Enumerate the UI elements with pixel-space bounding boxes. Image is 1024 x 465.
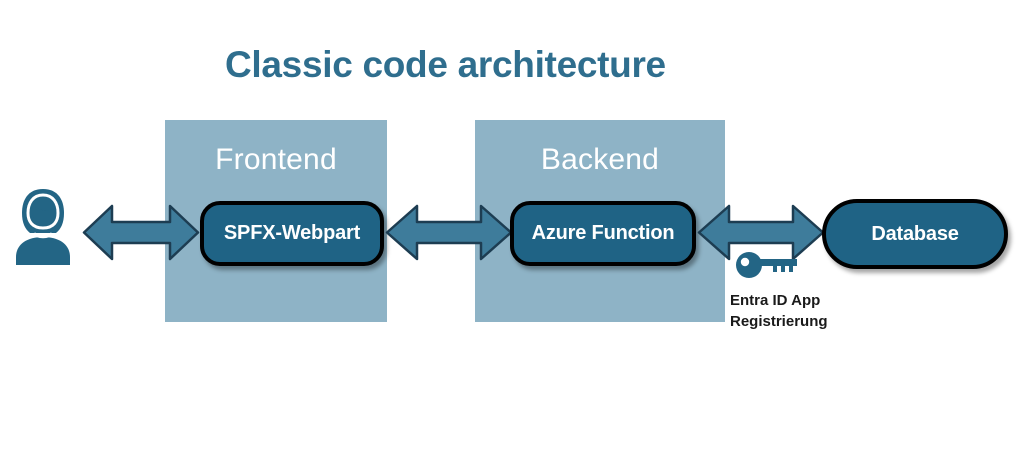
arrow-frontend-to-backend — [385, 204, 513, 261]
key-icon — [735, 250, 803, 286]
zone-frontend-label: Frontend — [215, 143, 337, 176]
node-azure-function[interactable]: Azure Function — [510, 201, 696, 266]
arrow-user-to-frontend — [82, 204, 200, 261]
page-title: Classic code architecture — [225, 44, 666, 85]
node-database[interactable]: Database — [822, 199, 1008, 269]
user-avatar-icon — [12, 185, 74, 267]
node-azure-function-label: Azure Function — [531, 222, 675, 244]
zone-backend-label: Backend — [540, 143, 660, 176]
node-spfx-webpart[interactable]: SPFX-Webpart — [200, 201, 384, 266]
key-caption-line-2: Registrierung — [730, 313, 828, 330]
key-caption: Entra ID App Registrierung — [730, 290, 910, 332]
node-database-label: Database — [871, 222, 959, 245]
key-caption-line-1: Entra ID App — [730, 292, 821, 309]
node-spfx-webpart-label: SPFX-Webpart — [223, 222, 361, 244]
